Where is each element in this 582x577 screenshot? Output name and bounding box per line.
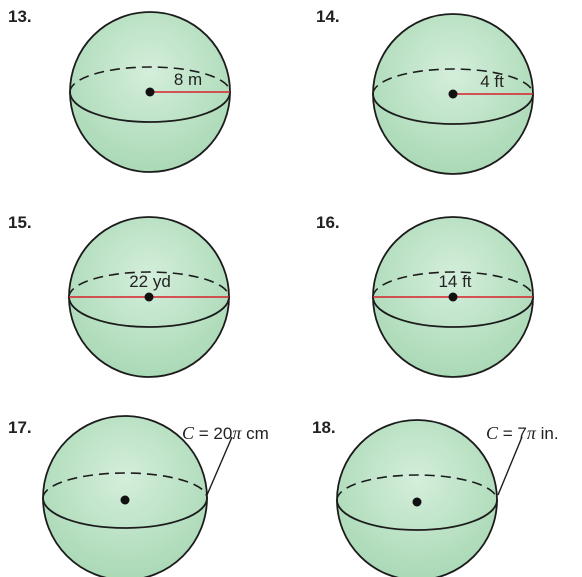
pi-symbol: π [527,423,537,443]
measure-label: 22 yd [129,272,171,291]
problem-16: 16. 14 ft [316,213,534,378]
sphere [372,13,534,175]
problem-17: 17. C = 20π cm [8,415,269,577]
center-dot [120,495,130,505]
center-dot [145,87,155,97]
center-dot [448,89,458,99]
problem-18: 18. C = 7π in. [312,418,559,577]
equator-hidden-arc [372,68,534,95]
equator-hidden-arc [42,472,208,499]
variable-c: C [182,423,195,443]
pi-symbol: π [232,423,242,443]
measure-label: 4 ft [480,72,504,91]
center-dot [412,497,422,507]
equator-hidden-arc [69,66,231,93]
sphere [69,11,231,173]
equator-front-arc [42,497,208,529]
center-dot [448,292,458,302]
equator-front-arc [69,91,231,123]
measure-label: 14 ft [438,272,471,291]
sphere [42,415,208,577]
problem-15: 15. 22 yd [8,213,230,378]
problem-14: 14. 4 ft [316,7,534,175]
problem-13: 13. 8 m [8,7,231,173]
circumference-label: C = 7π in. [486,423,559,443]
equator-hidden-arc [68,271,230,298]
sphere [336,419,498,577]
problem-number: 13. [8,7,32,26]
problem-number: 16. [316,213,340,232]
sphere [68,216,230,378]
equator-front-arc [68,296,230,328]
problem-number: 14. [316,7,340,26]
equator-front-arc [336,499,498,531]
equator-hidden-arc [336,474,498,501]
variable-c: C [486,423,499,443]
measure-label: 8 m [174,70,202,89]
center-dot [144,292,154,302]
equator-front-arc [372,93,534,125]
problem-number: 15. [8,213,32,232]
circumference-label: C = 20π cm [182,423,269,443]
equator-front-arc [372,296,534,328]
sphere [372,216,534,378]
callout-leader [497,436,523,496]
problem-number: 17. [8,418,32,437]
equator-hidden-arc [372,271,534,298]
callout-leader [206,436,233,496]
problem-number: 18. [312,418,336,437]
